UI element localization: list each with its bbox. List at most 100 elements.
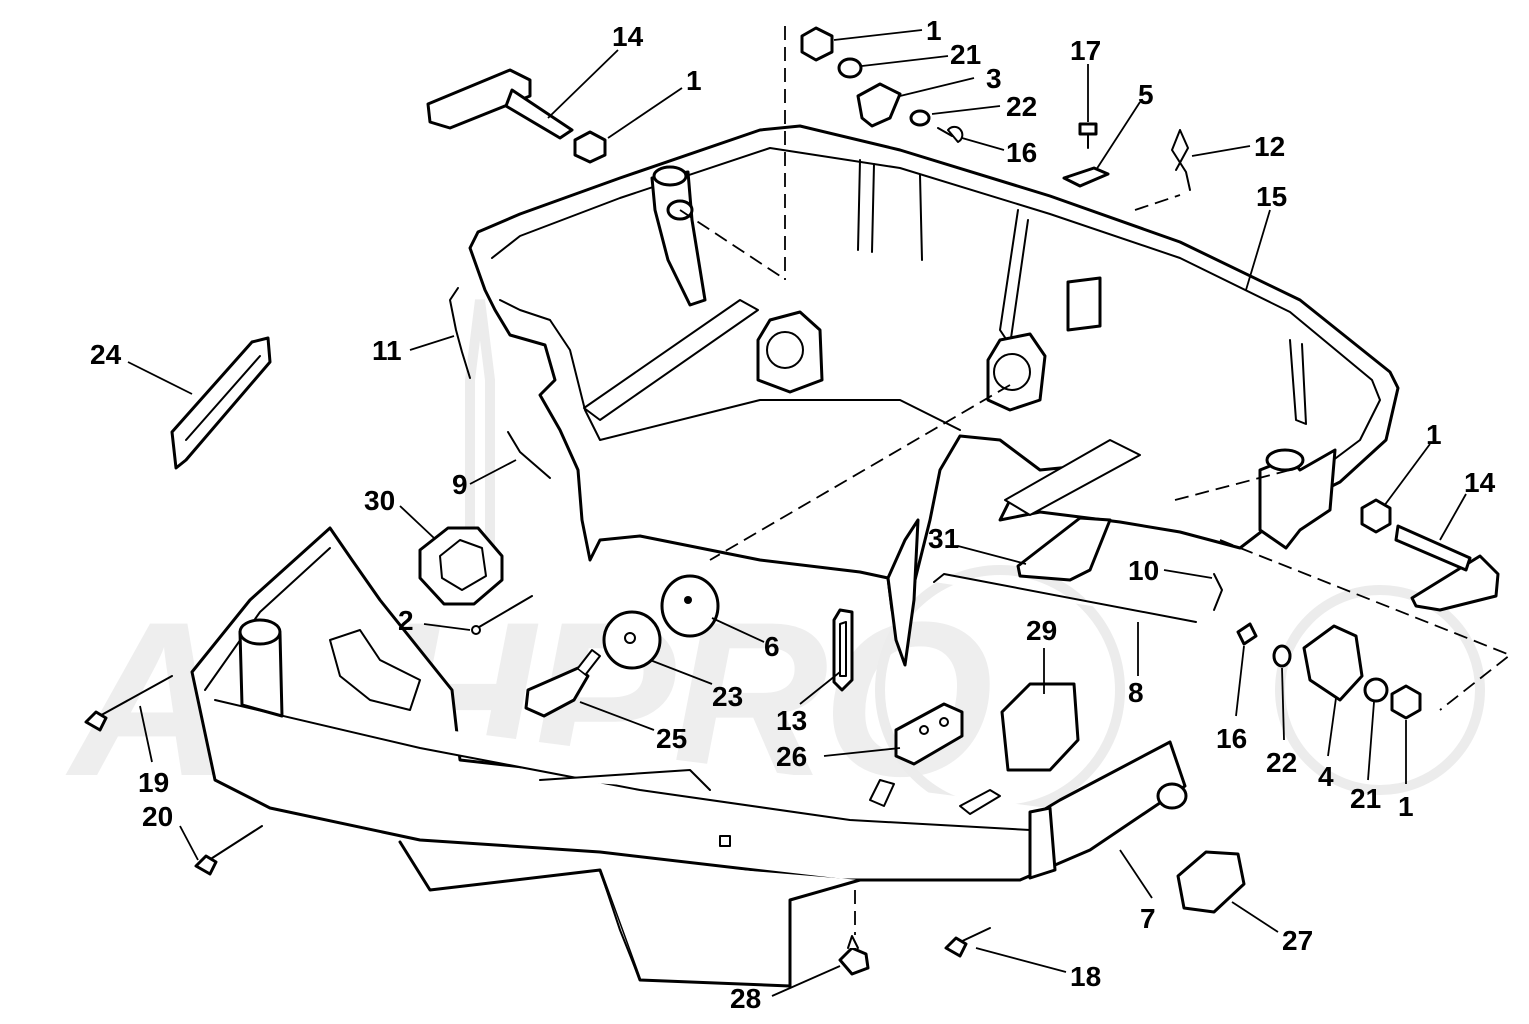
- lower-pan-clip: [959, 789, 1001, 815]
- upper-tray-socket-right-hole: [993, 353, 1031, 391]
- leader-6: [711, 617, 765, 643]
- bolt-20-head: [194, 854, 218, 876]
- assembly-line-clip: [1134, 194, 1181, 211]
- callout-14-top-left: 14: [612, 21, 644, 52]
- leader-27: [1231, 901, 1279, 933]
- drain-plug-28: [838, 946, 870, 976]
- latch-handle-top-left: [426, 68, 532, 130]
- callout-18: 18: [1070, 961, 1101, 992]
- cowl-lower-pan: [190, 526, 1188, 988]
- callout-9: 9: [452, 469, 468, 500]
- grommet-6: [660, 574, 720, 638]
- leader-14b: [1439, 493, 1467, 541]
- screw-2: [473, 595, 533, 631]
- upper-tray-left-boss: [650, 170, 707, 307]
- callout-26: 26: [776, 741, 807, 772]
- callout-14-right: 14: [1464, 467, 1496, 498]
- callout-15: 15: [1256, 181, 1287, 212]
- leader-4: [1327, 697, 1337, 757]
- wire-10: [1213, 573, 1223, 611]
- trim-strip-24-edge: [185, 355, 261, 441]
- pad-26-hole-b: [939, 717, 949, 727]
- leader-30: [399, 505, 435, 539]
- leader-11: [409, 335, 455, 351]
- bolt-19-head: [84, 710, 108, 732]
- callout-22-top: 22: [1006, 91, 1037, 122]
- leader-22b: [1281, 667, 1285, 741]
- callout-21-top: 21: [950, 39, 981, 70]
- callout-1-far-right: 1: [1398, 791, 1414, 822]
- leader-24: [127, 361, 193, 395]
- callout-27: 27: [1282, 925, 1313, 956]
- lower-pan-end-wall: [1028, 806, 1057, 880]
- fitting-25: [524, 666, 590, 718]
- lower-pan-rail: [539, 769, 711, 791]
- callout-21-right: 21: [1350, 783, 1381, 814]
- nut-top: [800, 26, 834, 62]
- lower-pan-post-top: [238, 618, 282, 646]
- leader-16b: [1235, 645, 1245, 717]
- hairpin-12: [1171, 129, 1191, 191]
- assembly-line-grommet: [709, 384, 1011, 561]
- parts: [84, 26, 1500, 976]
- leader-21a: [861, 55, 949, 67]
- lower-pan-skirt-edge: [599, 869, 641, 981]
- washer-top: [837, 57, 863, 79]
- flat-washer-right: [1272, 644, 1292, 668]
- leader-23: [649, 659, 713, 685]
- leader-14a: [547, 49, 619, 119]
- drain-plug-28-stem: [847, 935, 859, 949]
- upper-tray-hinge-boss: [1265, 448, 1305, 472]
- leader-20: [179, 825, 199, 861]
- nut-far-right: [1390, 684, 1422, 720]
- watermark-spire: [465, 299, 495, 560]
- leader-1a: [607, 87, 683, 139]
- callout-19: 19: [138, 767, 169, 798]
- nut-top-left: [573, 130, 607, 164]
- leader-3: [899, 77, 975, 97]
- upper-tray-drop-tab: [886, 518, 920, 667]
- callout-8: 8: [1128, 677, 1144, 708]
- leader-5: [1095, 101, 1141, 171]
- nut-right: [1360, 498, 1392, 534]
- upper-tray-rib-back: [857, 159, 923, 261]
- callout-24: 24: [90, 339, 122, 370]
- callout-1-right: 1: [1426, 419, 1442, 450]
- flat-washer-top: [909, 109, 931, 127]
- leader-18: [975, 947, 1067, 973]
- callout-1-top-left: 1: [686, 65, 702, 96]
- lower-pan-end-boss: [1156, 782, 1188, 810]
- bracket-4: [1302, 624, 1364, 702]
- leader-lines: [127, 29, 1467, 997]
- leader-15: [1245, 209, 1271, 291]
- cap-27: [1176, 850, 1246, 914]
- callout-11: 11: [372, 335, 402, 366]
- callout-10: 10: [1128, 555, 1159, 586]
- bolt-19: [95, 675, 173, 719]
- plate-31: [1016, 516, 1112, 582]
- callout-28: 28: [730, 983, 761, 1014]
- lower-pan-slot: [719, 835, 731, 847]
- callout-30: 30: [364, 485, 395, 516]
- upper-tray-post: [1066, 276, 1102, 332]
- leader-19: [139, 705, 153, 763]
- block-29: [1000, 682, 1080, 772]
- callout-labels: 14 1 1 21 3 22 16 17 5 12 15 24 11 9 30 …: [90, 15, 1496, 1014]
- leader-9: [469, 459, 517, 485]
- assembly-lines: [679, 26, 1512, 935]
- leader-12: [1191, 145, 1251, 157]
- callout-31: 31: [928, 523, 959, 554]
- leader-1b: [833, 29, 923, 41]
- upper-tray-left-boss-top: [652, 165, 688, 187]
- wire-9: [507, 431, 551, 479]
- leader-22a: [931, 105, 1001, 115]
- upper-tray-fin: [1004, 439, 1141, 516]
- bolt-20: [205, 825, 263, 863]
- callout-23: 23: [712, 681, 743, 712]
- grommet-6-hole: [684, 596, 692, 604]
- callout-17: 17: [1070, 35, 1101, 66]
- leader-25: [579, 701, 655, 731]
- washer-right: [1363, 677, 1389, 703]
